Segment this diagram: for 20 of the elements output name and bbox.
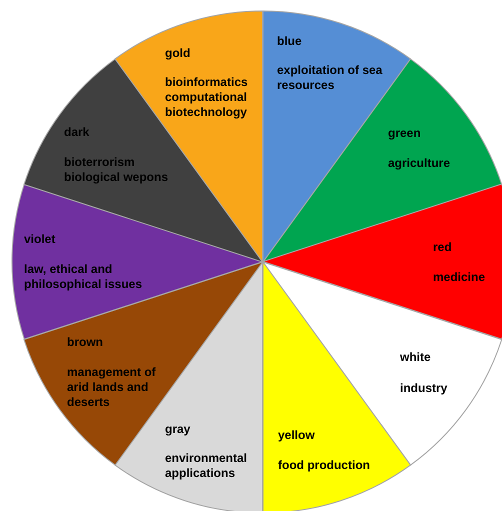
slice-title: violet [24, 232, 56, 247]
slice-title: gold [164, 46, 190, 61]
slice-title: green [388, 126, 421, 141]
slice-description: exploitation of sea resources [277, 63, 384, 93]
slice-title: red [433, 240, 452, 255]
slice-title: brown [66, 335, 103, 350]
slice-description: food production [278, 458, 371, 473]
slice-description: bioinformatics computational biotechnology [164, 75, 249, 120]
slice-description: agriculture [388, 156, 452, 171]
slice-title: yellow [278, 428, 315, 443]
slice-description: medicine [433, 270, 486, 285]
slice-description: industry [400, 381, 448, 396]
slice-title: blue [277, 34, 302, 49]
slice-title: dark [64, 124, 90, 140]
slice-title: white [400, 350, 431, 365]
slice-description: law, ethical and philosophical issues [24, 262, 144, 292]
slice-description: environmental applications [164, 451, 248, 481]
slice-title: gray [164, 422, 190, 437]
slice-description: management of arid lands and deserts [66, 365, 157, 410]
slice-description: bioterrorism biological wepons [64, 154, 169, 185]
